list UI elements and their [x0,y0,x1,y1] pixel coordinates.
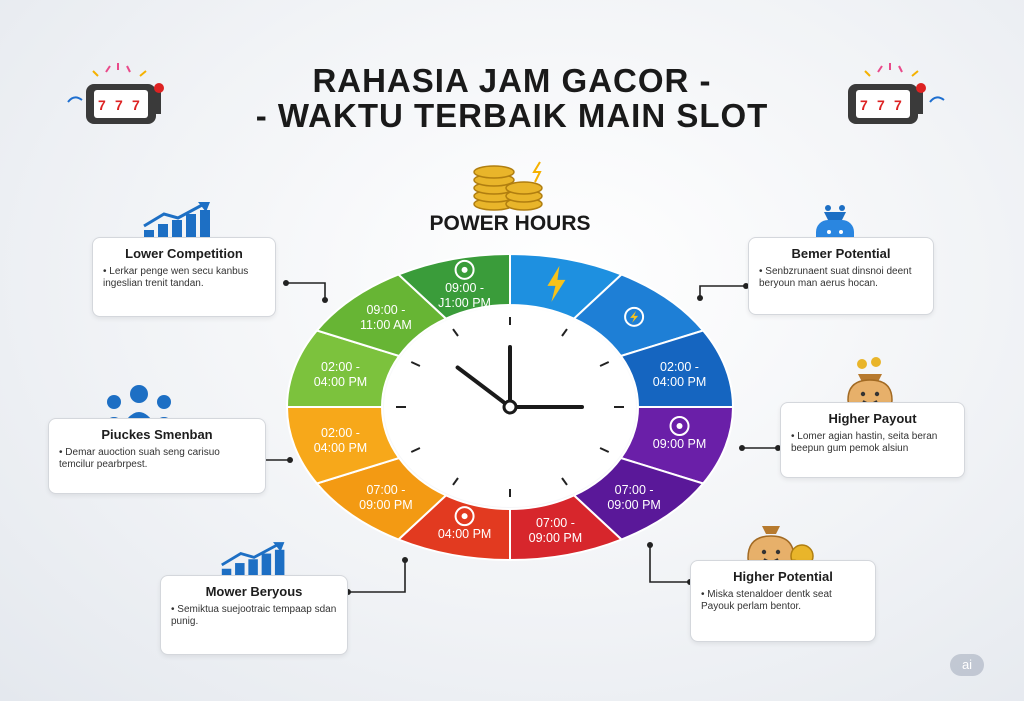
card-title: Bemer Potential [791,246,891,261]
clock-hub [502,399,518,415]
power-hours-label: POWER HOURS [429,212,591,235]
gear-badge-icon [669,415,690,436]
clock-tick [561,328,568,337]
card-title: Higher Payout [828,411,917,426]
svg-text:7: 7 [132,97,140,113]
wheel-time-label: 07:00 -09:00 PM [359,483,413,512]
gear-badge-icon [454,506,475,527]
ai-badge: ai [950,654,984,676]
clock-tick [599,447,610,453]
card-text: Lomer agian hastin, seita beran beepun g… [791,431,954,455]
card-bemer-potential: Bemer Potential Senbzrunaent suat dinsno… [748,237,934,315]
card-title: Higher Potential [733,569,833,584]
title-line-1: RAHASIA JAM GACOR - [312,62,712,99]
card-higher-potential: Higher Potential Miska stenaldoer dentk … [690,560,876,642]
card-piuckes-smenban: Piuckes Smenban Demar auoction suah seng… [48,418,266,494]
clock-wheel: 02:00 -04:00 PM 09:00 PM 07:00 -09:00 PM 07… [285,252,735,562]
hour-hand [455,365,512,409]
wheel-time-label: 09:00 PM [653,437,707,451]
card-lower-competition: Lower Competition Lerkar penge wen secu … [92,237,276,317]
card-title: Mower Beryous [205,584,303,599]
card-text: Lerkar penge wen secu kanbus ingeslian t… [103,266,265,290]
card-text: Demar auoction suah seng carisuo temcilu… [59,447,255,471]
card-text: Miska stenaldoer dentk seat Payouk perla… [701,589,865,613]
card-text: Semiktua suejootraic tempaap sdan punig. [171,604,337,628]
svg-text:7: 7 [894,97,902,113]
svg-text:7: 7 [115,97,123,113]
card-title: Piuckes Smenban [101,427,213,442]
clock-tick [599,361,610,367]
svg-text:7: 7 [877,97,885,113]
wheel-time-label: 09:00 -11:00 AM [360,303,412,332]
wheel-time-label: 02:00 -04:00 PM [314,360,368,389]
card-higher-payout: Higher Payout Lomer agian hastin, seita … [780,402,965,478]
card-mower-beryous: Mower Beryous Semiktua suejootraic tempa… [160,575,348,655]
clock-tick [410,447,421,453]
clock-tick [561,477,568,486]
card-title: Lower Competition [125,246,243,261]
wheel-time-label: 07:00 -09:00 PM [607,483,661,512]
svg-text:7: 7 [98,97,106,113]
card-text: Senbzrunaent suat dinsnoi deent beryoun … [759,266,923,290]
lightning-badge-icon [624,306,645,327]
wheel-time-label: 07:00 -09:00 PM [529,516,583,545]
gear-badge-icon [454,259,475,280]
clock-tick [410,361,421,367]
clock-tick [452,477,459,486]
wheel-segment [396,252,511,320]
wheel-time-label: 04:00 PM [438,527,492,541]
title-line-2: - WAKTU TERBAIK MAIN SLOT [255,97,769,134]
svg-text:7: 7 [860,97,868,113]
wheel-time-label: 02:00 -04:00 PM [653,360,707,389]
clock-tick [452,328,459,337]
wheel-time-label: 02:00 -04:00 PM [314,426,368,455]
coins-icon [473,161,543,211]
wheel-time-label: 09:00 -J1:00 PM [438,281,491,310]
lightning-icon [547,265,566,302]
